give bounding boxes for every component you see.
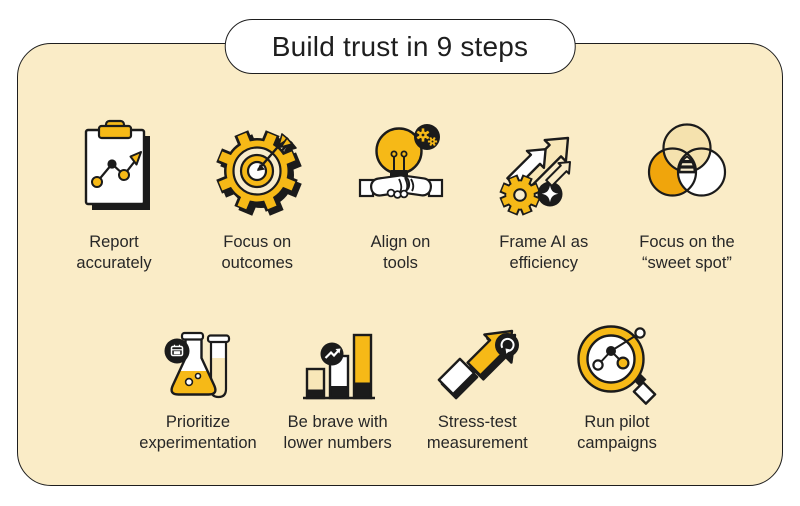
step-label: Frame AI as efficiency	[499, 233, 589, 272]
bar-chart-trend-icon	[288, 318, 388, 404]
gear-target-icon	[207, 118, 307, 218]
step-focus-on-the-sweet-spot: Focus on the “sweet spot”	[621, 118, 753, 274]
step-run-pilot-campaigns: Run pilot campaigns	[551, 318, 683, 454]
step-align-on-tools: Align on tools	[335, 118, 467, 274]
step-label: Align on tools	[370, 233, 431, 272]
step-label: Be brave with lower numbers	[283, 413, 392, 452]
steps-row-bottom: Prioritize experimentation	[18, 318, 782, 454]
steps-card: Report accurately	[17, 43, 783, 486]
step-report-accurately: Report accurately	[48, 118, 180, 274]
step-label: Stress-test measurement	[426, 413, 528, 452]
steps-row-top: Report accurately	[18, 44, 782, 274]
page-title: Build trust in 9 steps	[271, 30, 529, 62]
clipboard-chart-icon	[64, 118, 164, 218]
step-stress-test-measurement: Stress-test measurement	[411, 318, 543, 454]
step-be-brave-with-lower-numbers: Be brave with lower numbers	[272, 318, 404, 454]
step-label: Run pilot campaigns	[577, 413, 657, 452]
arrow-refresh-icon	[427, 318, 527, 404]
lightbulb-handshake-icon	[351, 118, 451, 218]
step-label: Focus on outcomes	[221, 233, 294, 272]
step-prioritize-experimentation: Prioritize experimentation	[132, 318, 264, 454]
step-label: Focus on the “sweet spot”	[639, 233, 735, 272]
title-pill: Build trust in 9 steps	[224, 19, 576, 74]
arrows-gear-sparkle-icon	[494, 118, 594, 218]
flask-test-tube-icon	[148, 318, 248, 404]
step-frame-ai-as-efficiency: Frame AI as efficiency	[478, 118, 610, 274]
magnifier-network-icon	[567, 318, 667, 405]
venn-diagram-icon	[637, 118, 737, 218]
step-label: Prioritize experimentation	[139, 413, 257, 452]
step-focus-on-outcomes: Focus on outcomes	[191, 118, 323, 274]
step-label: Report accurately	[76, 233, 152, 272]
